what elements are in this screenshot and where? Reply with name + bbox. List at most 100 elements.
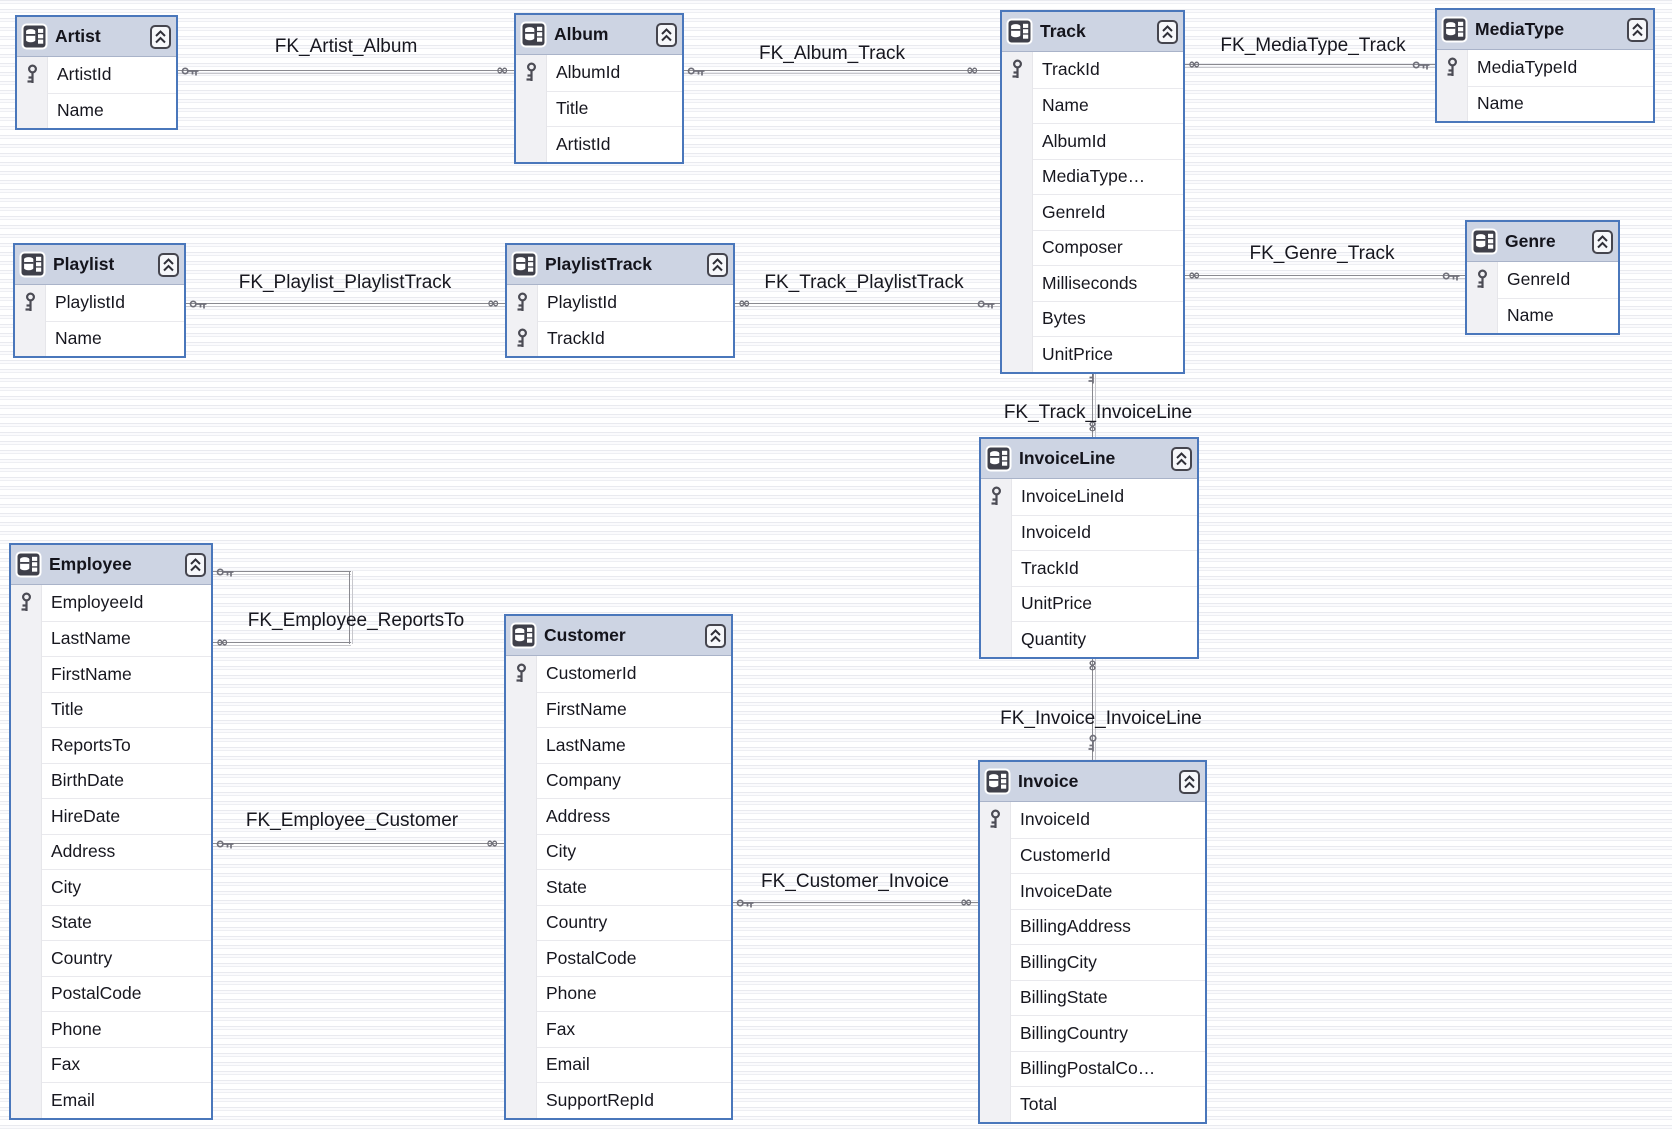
table-row[interactable]: FirstName (11, 656, 211, 692)
collapse-button[interactable] (656, 22, 677, 47)
table-row[interactable]: AlbumId (1002, 123, 1183, 159)
table-row[interactable]: BillingPostalCo… (980, 1050, 1205, 1086)
table-header[interactable]: Customer (506, 616, 731, 656)
table-header[interactable]: Playlist (15, 245, 184, 285)
table-row[interactable]: GenreId (1002, 194, 1183, 230)
table-row[interactable]: UnitPrice (1002, 336, 1183, 372)
relationship-label-fk-employee-reportsto[interactable]: FK_Employee_ReportsTo (247, 610, 465, 631)
relationship-label-fk-genre-track[interactable]: FK_Genre_Track (1249, 243, 1395, 264)
table-row[interactable]: PostalCode (11, 975, 211, 1011)
collapse-button[interactable] (1179, 769, 1200, 794)
relationship-label-fk-employee-customer[interactable]: FK_Employee_Customer (245, 810, 459, 831)
table-row[interactable]: HireDate (11, 798, 211, 834)
table-row[interactable]: AlbumId (516, 55, 682, 91)
table-row[interactable]: BillingCountry (980, 1015, 1205, 1051)
table-row[interactable]: SupportRepId (506, 1082, 731, 1118)
table-row[interactable]: PostalCode (506, 940, 731, 976)
table-album[interactable]: Album AlbumId Title (514, 13, 684, 164)
relationship-line-fk-genre-track[interactable] (1185, 275, 1465, 279)
table-row[interactable]: Name (1002, 87, 1183, 123)
table-row[interactable]: Email (11, 1082, 211, 1118)
relationship-line-fk-invoice-invoiceline[interactable] (1092, 654, 1096, 760)
relationship-line-fk-playlist-playlisttrack[interactable] (186, 303, 505, 307)
table-row[interactable]: City (11, 869, 211, 905)
table-row[interactable]: Company (506, 762, 731, 798)
relationship-line-fk-track-playlisttrack[interactable] (735, 303, 1000, 307)
table-row[interactable]: Phone (11, 1011, 211, 1047)
relationship-label-fk-track-invoiceline[interactable]: FK_Track_InvoiceLine (1003, 402, 1193, 423)
relationship-label-fk-artist-album[interactable]: FK_Artist_Album (274, 36, 418, 57)
table-row[interactable]: Country (506, 904, 731, 940)
table-artist[interactable]: Artist ArtistId Name (15, 15, 178, 130)
table-header[interactable]: InvoiceLine (981, 439, 1197, 479)
table-header[interactable]: Employee (11, 545, 211, 585)
table-row[interactable]: BillingAddress (980, 908, 1205, 944)
collapse-button[interactable] (185, 552, 206, 577)
table-row[interactable]: PlaylistId (15, 285, 184, 321)
relationship-line-fk-mediatype-track[interactable] (1185, 64, 1435, 68)
table-row[interactable]: Phone (506, 975, 731, 1011)
collapse-button[interactable] (158, 252, 179, 277)
table-row[interactable]: Title (516, 90, 682, 126)
table-row[interactable]: TrackId (1002, 52, 1183, 88)
table-row[interactable]: GenreId (1467, 262, 1618, 298)
table-row[interactable]: ArtistId (17, 57, 176, 93)
table-genre[interactable]: Genre GenreId Name (1465, 220, 1620, 335)
table-mediatype[interactable]: MediaType MediaTypeId Name (1435, 8, 1655, 123)
table-row[interactable]: BirthDate (11, 762, 211, 798)
table-row[interactable]: Address (506, 798, 731, 834)
collapse-button[interactable] (1627, 17, 1648, 42)
relationship-line-fk-artist-album[interactable] (178, 70, 514, 74)
table-row[interactable]: City (506, 833, 731, 869)
table-employee[interactable]: Employee EmployeeId LastName (9, 543, 213, 1120)
relationship-label-fk-album-track[interactable]: FK_Album_Track (758, 43, 906, 64)
table-row[interactable]: CustomerId (980, 837, 1205, 873)
table-row[interactable]: Composer (1002, 229, 1183, 265)
table-row[interactable]: PlaylistId (507, 285, 733, 321)
table-row[interactable]: MediaType… (1002, 158, 1183, 194)
table-row[interactable]: State (11, 904, 211, 940)
table-header[interactable]: MediaType (1437, 10, 1653, 50)
table-row[interactable]: Name (1437, 85, 1653, 121)
table-row[interactable]: Fax (506, 1011, 731, 1047)
table-header[interactable]: Genre (1467, 222, 1618, 262)
relationship-label-fk-customer-invoice[interactable]: FK_Customer_Invoice (761, 871, 949, 892)
collapse-button[interactable] (1592, 229, 1613, 254)
table-row[interactable]: InvoiceDate (980, 873, 1205, 909)
table-row[interactable]: LastName (11, 620, 211, 656)
table-row[interactable]: State (506, 869, 731, 905)
table-row[interactable]: Title (11, 691, 211, 727)
table-customer[interactable]: Customer CustomerId FirstName (504, 614, 733, 1120)
table-row[interactable]: Name (1467, 297, 1618, 333)
relationship-label-fk-mediatype-track[interactable]: FK_MediaType_Track (1220, 35, 1406, 56)
table-row[interactable]: UnitPrice (981, 585, 1197, 621)
table-row[interactable]: BillingState (980, 979, 1205, 1015)
table-header[interactable]: Album (516, 15, 682, 55)
relationship-line-fk-employee-reportsto-top[interactable] (213, 571, 351, 575)
table-row[interactable]: Country (11, 940, 211, 976)
table-invoiceline[interactable]: InvoiceLine InvoiceLineId InvoiceId (979, 437, 1199, 659)
collapse-button[interactable] (705, 623, 726, 648)
table-row[interactable]: Name (17, 92, 176, 128)
table-row[interactable]: InvoiceId (980, 802, 1205, 838)
table-row[interactable]: LastName (506, 727, 731, 763)
table-playlisttrack[interactable]: PlaylistTrack PlaylistId TrackId (505, 243, 735, 358)
table-row[interactable]: TrackId (507, 320, 733, 356)
table-row[interactable]: Quantity (981, 621, 1197, 657)
collapse-button[interactable] (1171, 446, 1192, 471)
table-track[interactable]: Track TrackId Name (1000, 10, 1185, 374)
relationship-label-fk-invoice-invoiceline[interactable]: FK_Invoice_InvoiceLine (1000, 708, 1202, 729)
relationship-line-fk-customer-invoice[interactable] (733, 902, 978, 906)
relationship-line-fk-employee-reportsto-bottom[interactable] (213, 642, 351, 646)
table-row[interactable]: Total (980, 1086, 1205, 1122)
table-invoice[interactable]: Invoice InvoiceId CustomerId (978, 760, 1207, 1124)
table-row[interactable]: EmployeeId (11, 585, 211, 621)
table-row[interactable]: Milliseconds (1002, 265, 1183, 301)
table-row[interactable]: Address (11, 833, 211, 869)
table-playlist[interactable]: Playlist PlaylistId Name (13, 243, 186, 358)
table-row[interactable]: Email (506, 1046, 731, 1082)
table-row[interactable]: Bytes (1002, 300, 1183, 336)
relationship-line-fk-track-invoiceline[interactable] (1092, 369, 1096, 437)
table-row[interactable]: MediaTypeId (1437, 50, 1653, 86)
relationship-line-fk-employee-customer[interactable] (213, 843, 504, 847)
